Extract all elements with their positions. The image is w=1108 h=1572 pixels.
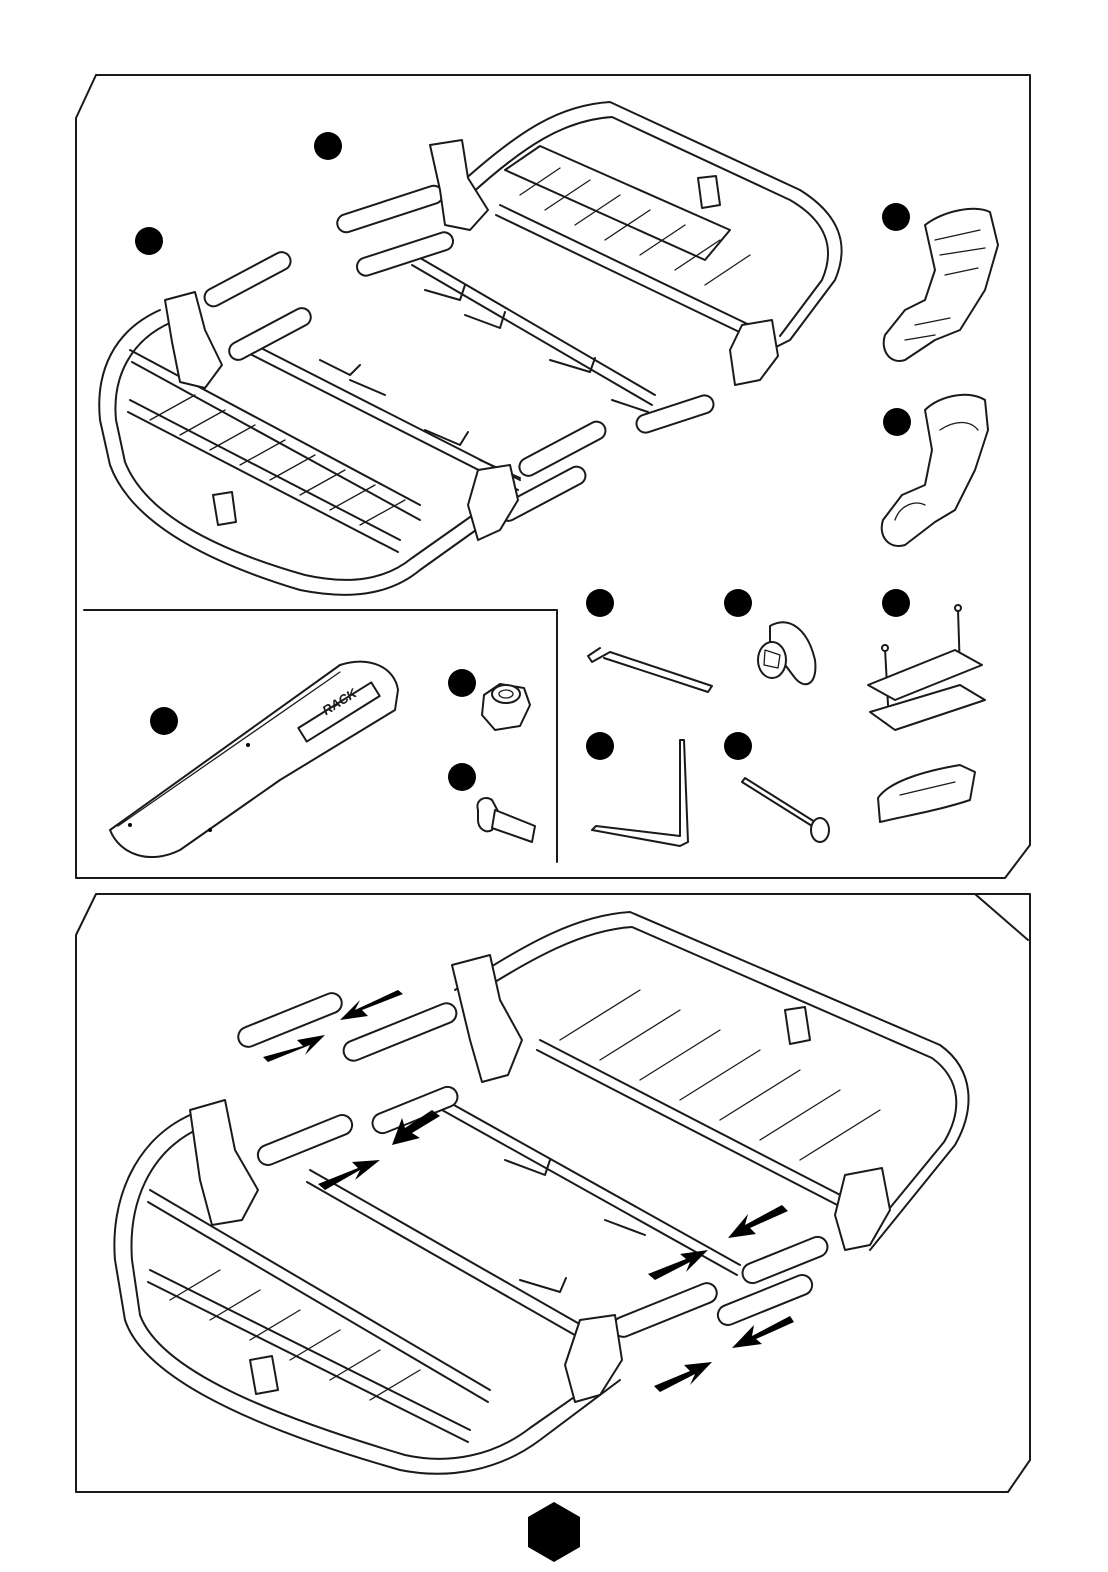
knob-drawing <box>758 622 815 684</box>
callout-dot-knob <box>724 589 752 617</box>
callout-dot-wind-fairing <box>150 707 178 735</box>
callout-dot-lock-nut <box>448 669 476 697</box>
hex-key-small-drawing <box>588 648 712 692</box>
basket-half-b-drawing <box>335 102 842 435</box>
arrow-pair-lower-right <box>654 1316 794 1392</box>
clamp-upper-drawing <box>884 209 998 361</box>
callout-dot-basket-half-b <box>314 132 342 160</box>
wind-fairing-drawing: RACK <box>110 662 398 857</box>
callout-dot-long-bolt <box>724 732 752 760</box>
assembly-panel <box>0 890 1108 1572</box>
parts-overview-panel: RACK <box>0 0 1108 890</box>
callout-dot-hex-key-small <box>586 589 614 617</box>
callout-dot-clamp-upper <box>882 203 910 231</box>
assembled-basket-drawing <box>114 912 968 1474</box>
callout-dot-clamp-lower <box>883 408 911 436</box>
basket-half-a-drawing <box>99 249 608 595</box>
callout-dot-basket-half-a <box>135 227 163 255</box>
step-number-badge <box>522 1500 586 1564</box>
callout-dot-bolt-plate-set <box>882 589 910 617</box>
carriage-bolt-drawing <box>477 798 535 842</box>
lock-nut-drawing <box>482 684 530 730</box>
bolt-plate-set-drawing <box>868 605 985 822</box>
callout-dot-hex-key-large <box>586 732 614 760</box>
long-bolt-drawing <box>742 778 829 842</box>
callout-dot-carriage-bolt <box>448 763 476 791</box>
